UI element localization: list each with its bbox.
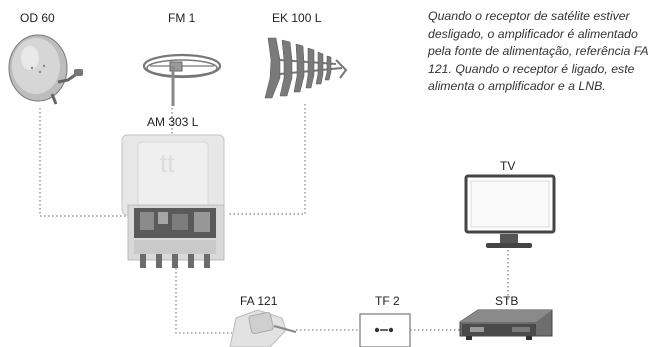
label-am303l: AM 303 L (147, 115, 199, 129)
label-stb: STB (495, 294, 519, 308)
set-top-box-icon (459, 309, 553, 340)
description-text: Quando o receptor de satélite estiver de… (428, 9, 649, 93)
connection-lines (39, 104, 509, 334)
label-ek100l: EK 100 L (272, 11, 322, 25)
label-tv: TV (500, 159, 516, 173)
fm-antenna-icon (142, 53, 222, 106)
power-supply-icon (229, 309, 297, 347)
svg-text:tt: tt (160, 148, 175, 178)
tf2-filter-icon (359, 313, 411, 347)
label-tf2: TF 2 (375, 294, 400, 308)
label-fa121: FA 121 (240, 294, 278, 308)
satellite-dish-icon (8, 34, 83, 105)
uhf-antenna-icon (264, 37, 348, 99)
label-od60: OD 60 (20, 11, 55, 25)
line-ek100l-to-amplifier (228, 104, 306, 215)
amplifier-device-icon: tt (121, 134, 225, 268)
tv-icon (464, 174, 556, 248)
label-fm1: FM 1 (168, 11, 196, 25)
line-amplifier-to-fa121 (175, 268, 232, 334)
line-od60-to-amplifier (39, 108, 128, 217)
